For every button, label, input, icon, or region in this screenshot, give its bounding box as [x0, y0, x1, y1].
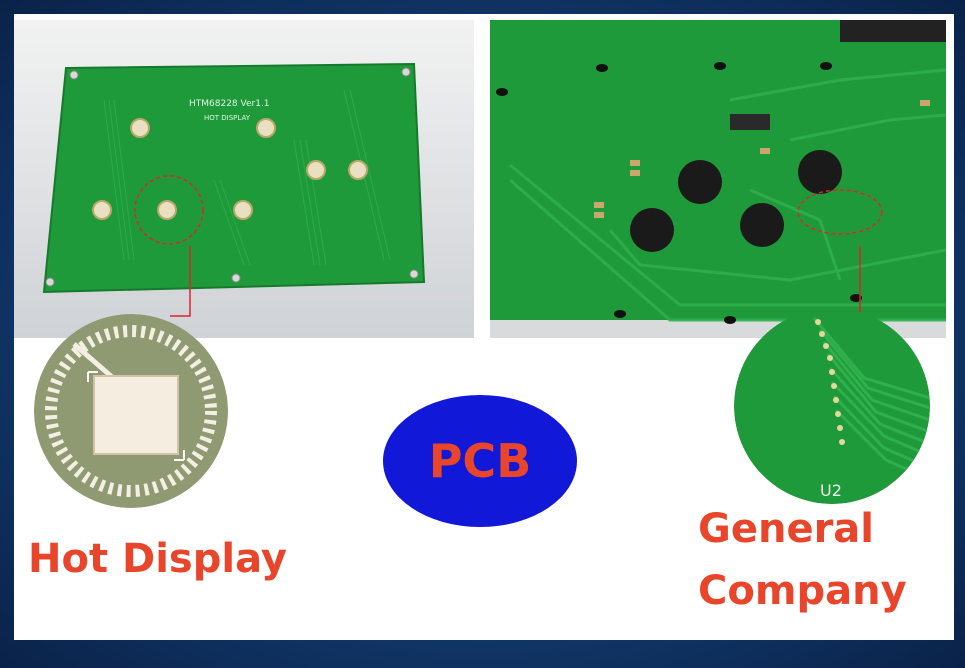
- general-company-board-photo: [490, 20, 946, 338]
- chip-label-text: U2: [820, 481, 842, 500]
- general-company-zoom-circle: U2: [734, 308, 930, 504]
- pcb-badge: PCB: [380, 392, 580, 530]
- pcb-badge-text: PCB: [428, 434, 532, 488]
- hot-display-caption: Hot Display: [28, 536, 287, 582]
- board-model-text: HTM68228 Ver1.1: [189, 99, 270, 109]
- hot-display-zoom-circle: [34, 314, 228, 508]
- board-subtitle-text: HOT DISPLAY: [204, 114, 251, 122]
- general-caption-line1: General: [698, 506, 874, 552]
- general-caption-line2: Company: [698, 568, 907, 614]
- hot-display-board-photo: HTM68228 Ver1.1 HOT DISPLAY: [14, 20, 474, 338]
